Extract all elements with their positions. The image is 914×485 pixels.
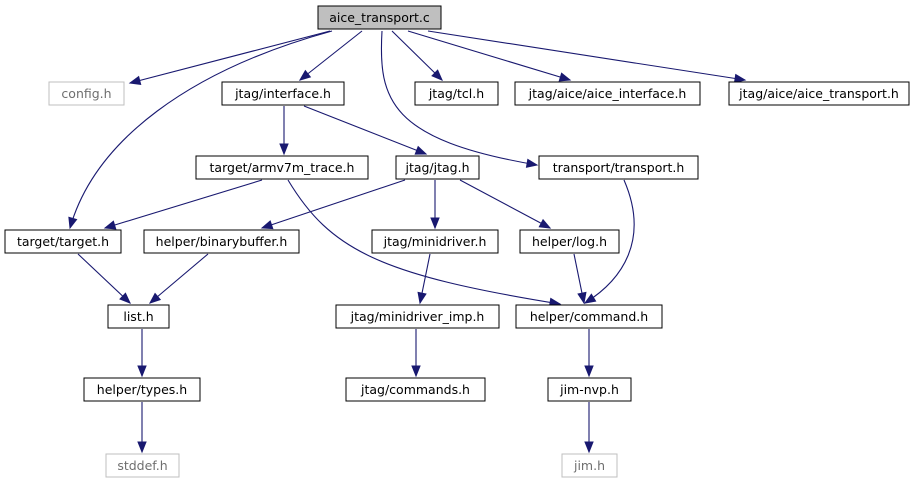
arrowhead [119,292,131,304]
node-label: helper/binarybuffer.h [156,234,288,249]
edge-jtag-to-binarybuffer [260,179,406,230]
node-helper-binarybuffer-h[interactable]: helper/binarybuffer.h [143,229,300,254]
node-label: jtag/tcl.h [428,86,484,101]
node-label: jim-nvp.h [559,382,619,397]
node-label: target/armv7m_trace.h [210,160,355,175]
node-list-h[interactable]: list.h [107,304,170,329]
arrowhead [260,220,274,230]
arrowhead [103,220,117,230]
edge-jim_nvp-to-jim [584,402,594,454]
arrowhead [279,143,289,156]
edge-minidriver-to-minidriver_imp [417,253,431,305]
edge-log-to-command [573,253,587,305]
arrowhead [584,441,594,454]
node-stddef-h[interactable]: stddef.h [105,453,180,478]
arrowhead [430,217,440,230]
node-layer: aice_transport.c config.h target/target.… [4,5,910,478]
edge-jtag-to-minidriver [430,180,440,230]
edge-root-to-transport [380,30,539,168]
arrowhead [538,218,552,229]
arrowhead [584,365,594,378]
arrowhead [414,145,428,155]
arrowhead [148,292,162,304]
arrowhead [733,73,747,84]
node-helper-types-h[interactable]: helper/types.h [83,377,201,402]
edge-root-to-aice_interface [407,30,572,82]
edge-interface-to-armv7m_trace [279,106,289,156]
node-label: transport/transport.h [553,160,685,175]
node-label: jtag/minidriver_imp.h [350,309,485,324]
edge-minidriver_imp-to-commands [411,329,421,378]
edge-root-to-aice_transport [427,30,747,84]
edge-types-to-stddef [137,402,147,454]
edge-root-to-tcl [391,30,443,81]
node-jtag-minidriver-h[interactable]: jtag/minidriver.h [371,229,499,254]
node-label: helper/command.h [530,309,648,324]
edge-binarybuffer-to-list [148,253,209,304]
node-label: jtag/aice/aice_interface.h [528,86,687,101]
edge-root-to-target [68,30,333,230]
node-jtag-minidriver-imp-h[interactable]: jtag/minidriver_imp.h [335,304,500,329]
node-config-h[interactable]: config.h [48,81,125,106]
arrowhead [128,75,142,85]
node-label: target/target.h [17,234,109,249]
node-label: config.h [61,86,111,101]
arrowhead [558,72,572,82]
node-helper-log-h[interactable]: helper/log.h [519,229,620,254]
arrowhead [137,441,147,454]
edge-command-to-jim_nvp [584,329,594,378]
node-jim-h[interactable]: jim.h [561,453,618,478]
node-label: jtag/aice/aice_transport.h [738,86,899,101]
arrowhead [68,216,78,230]
node-label: jtag/jtag.h [404,160,469,175]
node-jtag-commands-h[interactable]: jtag/commands.h [345,377,486,402]
node-label: aice_transport.c [329,10,430,25]
node-label: list.h [123,309,153,324]
arrowhead [525,158,539,168]
arrowhead [411,365,421,378]
arrowhead [417,291,427,305]
arrowhead [431,69,443,81]
edge-root-to-config [128,30,331,85]
node-label: jtag/minidriver.h [383,234,487,249]
node-label: helper/log.h [532,234,607,249]
node-target-target-h[interactable]: target/target.h [4,229,122,254]
node-label: jim.h [573,458,605,473]
node-jtag-jtag-h[interactable]: jtag/jtag.h [395,155,480,180]
arrowhead [298,69,312,81]
node-transport-transport-h[interactable]: transport/transport.h [538,155,699,180]
edge-layer [68,30,747,454]
node-jim-nvp-h[interactable]: jim-nvp.h [547,377,632,402]
node-label: jtag/commands.h [360,382,470,397]
node-label: helper/types.h [97,382,187,397]
edge-transport-to-command [583,179,635,304]
edge-list-to-types [137,329,147,378]
arrowhead [577,291,587,305]
edge-armv7m_trace-to-target [103,179,263,230]
node-jtag-aice-aice-interface-h[interactable]: jtag/aice/aice_interface.h [514,81,701,106]
node-helper-command-h[interactable]: helper/command.h [515,304,663,329]
node-target-armv7m-trace-h[interactable]: target/armv7m_trace.h [195,155,369,180]
node-jtag-tcl-h[interactable]: jtag/tcl.h [414,81,499,106]
edge-target-to-list [77,253,131,304]
edge-jtag-to-log [459,179,552,229]
arrowhead [137,365,147,378]
arrowhead [583,293,597,304]
node-label: stddef.h [117,458,167,473]
node-label: jtag/interface.h [234,86,331,101]
node-aice-transport-c[interactable]: aice_transport.c [317,5,442,30]
node-jtag-interface-h[interactable]: jtag/interface.h [221,81,345,106]
node-jtag-aice-aice-transport-h[interactable]: jtag/aice/aice_transport.h [728,81,910,106]
edge-interface-to-jtag [303,105,428,155]
edge-root-to-interface [298,30,363,81]
